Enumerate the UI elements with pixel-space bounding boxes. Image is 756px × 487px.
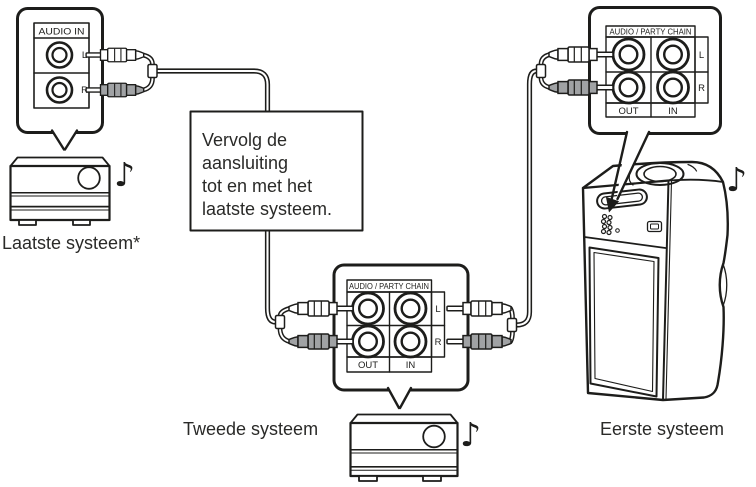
speaker-first-system [581,160,729,402]
note-box: Vervolg de aansluiting tot en met het la… [189,110,364,232]
rca-jack-audio-in-l [45,41,74,69]
panel-audio-in: AUDIO IN L R [16,7,104,151]
cable-splitter-middle-right [506,306,518,344]
party-second-col-label-in: IN [406,360,416,371]
speaker-connector-icons [600,213,663,236]
pointer-arrow-first-system [605,130,651,213]
device-knob [422,424,446,449]
note-box-line-2: aansluiting [202,153,288,173]
rca-jack-first-out-r [611,70,646,105]
cable-splitter-top-right [535,52,553,90]
rca-jack-first-out-l [611,37,646,72]
speaker-grille [588,246,660,398]
label-second-system: Tweede systeem [183,419,318,439]
party-second-row-label-r: R [435,337,442,348]
rca-jack-second-in-r [393,324,428,359]
rca-jack-first-in-l [656,37,690,72]
speaker-top-ring [635,162,685,186]
party-first-col-label-in: IN [668,106,678,117]
note-box-border [189,110,364,232]
rca-jack-second-in-l [393,291,428,326]
audio-in-row-label-r: R [81,85,88,96]
cable-left-run [154,68,279,325]
callout-tail-party-second [386,386,413,410]
music-note-icon-last: ♪ [114,155,135,194]
party-first-row-label-l: L [699,50,704,61]
label-first-system: Eerste systeem [600,419,724,439]
party-first-row-label-r: R [698,83,705,94]
note-box-line-3: tot en met het [202,176,312,196]
cable-splitter-top-left [140,52,158,93]
rca-jack-second-out-l [351,291,385,326]
note-box-line-4: laatste systeem. [202,199,332,219]
device-last-system [9,156,111,226]
panel-party-chain-first: AUDIO / PARTY CHAIN L R OUT IN [588,6,722,135]
party-chain-second-title: AUDIO / PARTY CHAIN [349,281,429,291]
device-knob [77,166,101,190]
rca-jack-first-in-r [656,70,690,105]
music-note-icon-second: ♪ [460,415,481,454]
speaker-side-notch [722,263,728,307]
audio-in-row-label-l: L [82,50,87,61]
callout-tail-audio-in [50,129,79,151]
note-box-line-1: Vervolg de [202,130,287,150]
cable-splitter-middle-left [274,306,292,344]
rca-jack-audio-in-r [45,76,74,104]
party-chain-first-title: AUDIO / PARTY CHAIN [610,26,692,36]
audio-in-title: AUDIO IN [39,27,85,37]
party-first-col-label-out: OUT [618,106,638,117]
party-second-col-label-out: OUT [358,360,378,371]
party-second-row-label-l: L [435,304,440,315]
panel-party-chain-second: AUDIO / PARTY CHAIN L R OUT IN [332,263,470,410]
label-last-system: Laatste systeem* [2,233,140,253]
music-note-icon-first: ♪ [726,160,747,199]
rca-jack-second-out-r [351,324,385,359]
cable-right-run [513,68,540,328]
device-second-system [349,413,459,482]
